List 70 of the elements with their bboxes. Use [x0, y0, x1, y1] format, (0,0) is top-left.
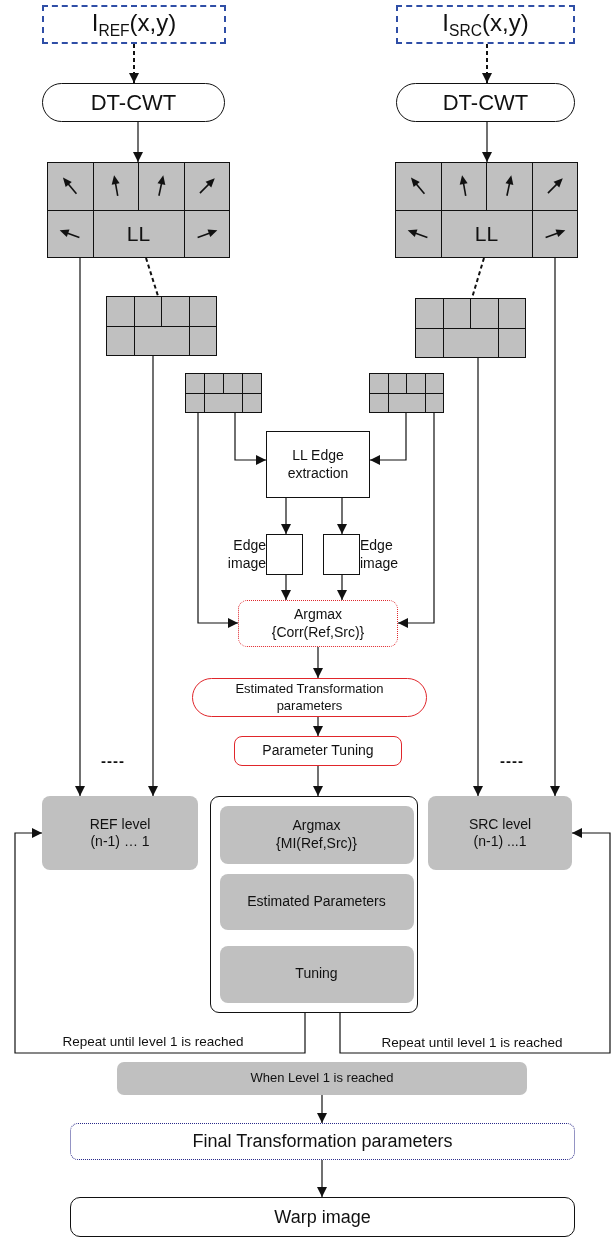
input-image-box [396, 5, 575, 44]
arrow [482, 121, 492, 163]
subband-grid [106, 296, 217, 356]
arrow [482, 43, 492, 84]
node-text: Argmax {Corr(Ref,Src)} [270, 606, 366, 641]
arrow [369, 412, 407, 465]
node-text: I$_{REF}$(x,y) [90, 8, 178, 41]
arrow [339, 828, 611, 1054]
arrow [337, 497, 347, 535]
node-text: DT-CWT [441, 88, 530, 117]
process-box [219, 945, 414, 1003]
node-text: SRC level (n-1) ...1 [467, 815, 533, 851]
process-box [42, 796, 198, 870]
subband-grid [395, 162, 578, 258]
ellipsis-mark: ---- [101, 752, 125, 769]
ellipsis-mark: ---- [500, 752, 524, 769]
group-box [210, 796, 418, 1013]
arrow [129, 43, 139, 84]
arrow [313, 646, 323, 679]
process-pill [42, 83, 225, 122]
process-box [234, 736, 402, 766]
dotted-line [145, 257, 159, 297]
process-box [70, 1197, 575, 1237]
arrow [337, 574, 347, 601]
arrow [197, 412, 239, 628]
arrow [75, 257, 85, 797]
arrow [281, 574, 291, 601]
node-text: I$_{SRC}$(x,y) [441, 8, 530, 41]
status-bar [117, 1062, 527, 1095]
arrow [397, 412, 435, 628]
arrow [317, 1159, 327, 1198]
process-box [219, 805, 414, 864]
node-text: Tuning [294, 965, 339, 983]
node-caption: Edge image [360, 536, 400, 573]
process-box [219, 873, 414, 930]
process-box [266, 431, 370, 498]
node-text: Warp image [273, 1205, 372, 1229]
node-text: Final Transformation parameters [191, 1130, 454, 1153]
process-pill [192, 678, 427, 717]
grid-label: LL [125, 220, 152, 247]
grid-label: LL [473, 220, 500, 247]
input-image-box [42, 5, 226, 44]
node-text: Estimated Parameters [246, 892, 387, 911]
node-text: DT-CWT [89, 88, 178, 117]
subband-grid [415, 298, 526, 358]
subband-grid [369, 373, 444, 413]
subband-grid [47, 162, 230, 258]
subband-grid [185, 373, 262, 413]
arrow [473, 357, 483, 797]
node-caption: Edge image [226, 536, 266, 573]
process-pill [396, 83, 575, 122]
process-box [428, 796, 572, 870]
node-text: LL Edge extraction [286, 447, 350, 482]
node-text: When Level 1 is reached [249, 1070, 395, 1087]
arrow [550, 257, 560, 797]
node-text: Estimated Transformation parameters [234, 681, 385, 714]
arrow [317, 1094, 327, 1124]
process-box [238, 600, 398, 647]
arrow [281, 497, 291, 535]
arrow [14, 828, 306, 1054]
arrow [148, 355, 158, 797]
arrow [234, 412, 267, 465]
arrow [313, 716, 323, 737]
dotted-line [471, 257, 485, 299]
output-box [70, 1123, 575, 1160]
node-text: Parameter Tuning [261, 742, 375, 760]
node-text: REF level (n-1) … 1 [88, 815, 152, 851]
node-text: Argmax {MI(Ref,Src)} [275, 817, 358, 852]
arrow [313, 765, 323, 797]
arrow [133, 121, 143, 163]
